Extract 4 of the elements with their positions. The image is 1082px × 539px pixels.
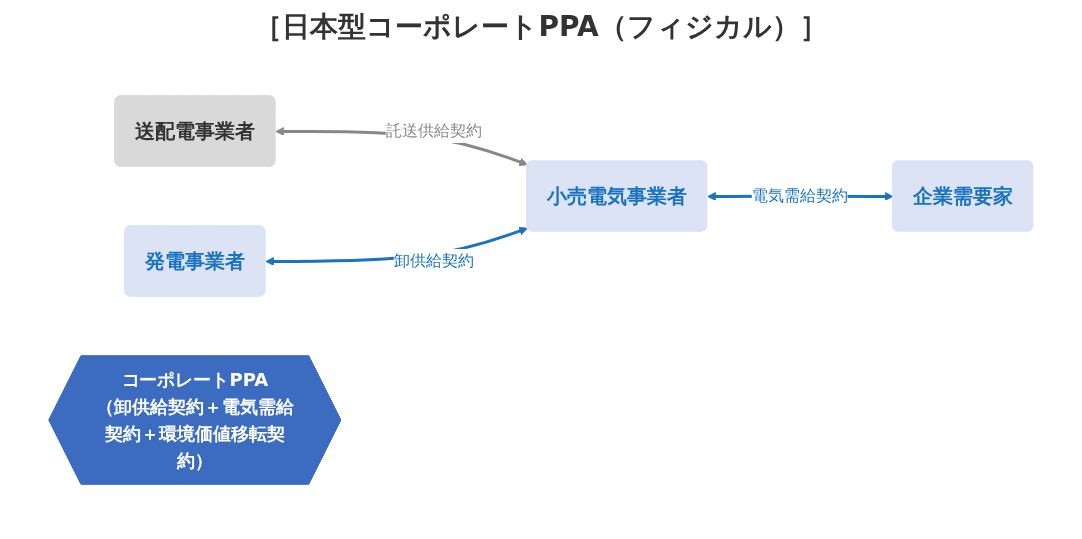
edge-label: 託送供給契約 xyxy=(385,121,482,140)
edge-label: 電気需給契約 xyxy=(751,186,848,205)
diagram-title: ［日本型コーポレートPPA（フィジカル）］ xyxy=(253,9,829,45)
edge-label: 卸供給契約 xyxy=(393,250,474,270)
